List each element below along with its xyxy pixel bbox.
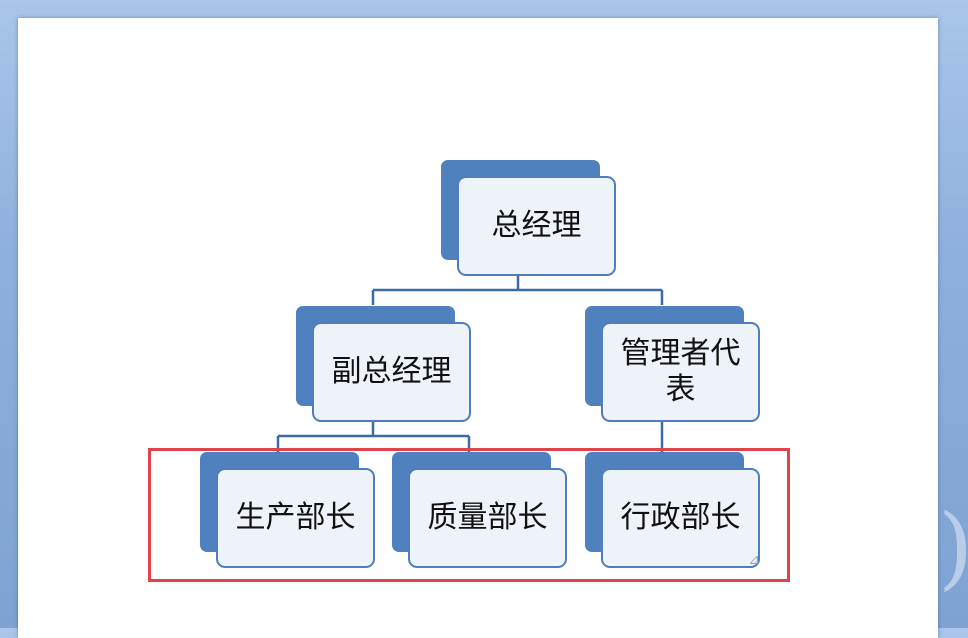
org-node-general-manager[interactable]: 总经理 [441, 160, 616, 276]
org-node-administration-manager[interactable]: 行政部长 [585, 452, 760, 568]
org-node-quality-manager[interactable]: 质量部长 [392, 452, 567, 568]
resize-grip-icon[interactable]: ⊿ [748, 552, 760, 568]
node-label: 行政部长 [620, 500, 741, 535]
org-node-production-manager[interactable]: 生产部长 [200, 452, 375, 568]
node-label: 总经理 [491, 208, 582, 243]
org-node-management-representative[interactable]: 管理者代表 [585, 306, 760, 422]
background-decoration: ) [938, 488, 968, 608]
org-node-deputy-general-manager[interactable]: 副总经理 [296, 306, 471, 422]
node-label: 管理者代表 [620, 336, 741, 407]
connector-vp-to-managers [276, 420, 471, 452]
connector-root-to-level2 [371, 266, 664, 305]
node-label: 质量部长 [427, 500, 548, 535]
selection-highlight-box [148, 448, 790, 582]
node-label: 生产部长 [235, 500, 356, 535]
node-label: 副总经理 [331, 354, 452, 389]
